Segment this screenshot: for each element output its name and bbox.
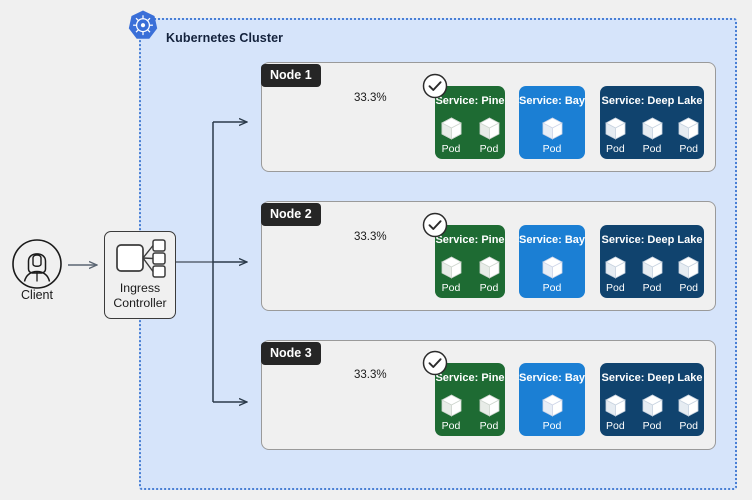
traffic-split-label-2: 33.3% [354,231,387,243]
pod-cube-icon [478,394,500,417]
check-circle-icon [422,350,448,376]
pod-label: Pod [679,143,699,155]
check-circle-icon [422,73,448,99]
pod-item[interactable]: Pod [600,392,631,432]
pod-item[interactable]: Pod [473,115,505,155]
pod-label: Pod [542,143,562,155]
pod-row: Pod Pod Pod [600,115,704,155]
pod-item[interactable]: Pod [673,115,704,155]
service-title: Service: Pine [435,95,505,107]
pod-item[interactable]: Pod [435,392,467,432]
pod-label: Pod [479,143,499,155]
pod-item[interactable]: Pod [600,115,631,155]
service-title: Service: Pine [435,372,505,384]
pod-label: Pod [679,282,699,294]
pod-row: Pod Pod [435,392,505,432]
pod-cube-icon [478,256,500,279]
ingress-label-line2: Controller [113,296,167,310]
traffic-split-label-3: 33.3% [354,369,387,381]
pod-label: Pod [642,143,662,155]
service-title: Service: Pine [435,234,505,246]
pod-row: Pod Pod Pod [600,392,704,432]
pod-label: Pod [441,143,461,155]
pod-label: Pod [642,282,662,294]
load-balancer-icon [116,239,166,278]
pod-cube-icon [604,256,626,279]
pod-cube-icon [440,394,462,417]
pod-item[interactable]: Pod [600,254,631,294]
pod-row: Pod Pod [435,254,505,294]
service-deep-lake-3[interactable]: Service: Deep Lake Pod Pod [600,363,704,436]
pod-label: Pod [605,420,625,432]
pod-label: Pod [605,282,625,294]
pod-cube-icon [641,256,663,279]
service-title: Service: Bay [519,95,586,107]
pod-label: Pod [642,420,662,432]
pod-label: Pod [542,282,562,294]
pod-label: Pod [479,282,499,294]
service-title: Service: Deep Lake [601,234,703,246]
node-label-2: Node 2 [261,203,321,226]
pod-item[interactable]: Pod [535,392,569,432]
service-pine-2[interactable]: Service: Pine Pod Pod [435,225,505,298]
node-label-1: Node 1 [261,64,321,87]
node-label-3: Node 3 [261,342,321,365]
pod-cube-icon [678,117,700,140]
pod-cube-icon [541,394,563,417]
pod-row: Pod [519,115,585,155]
pod-item[interactable]: Pod [473,254,505,294]
pod-cube-icon [604,117,626,140]
service-pine-1[interactable]: Service: Pine Pod Pod [435,86,505,159]
pod-item[interactable]: Pod [673,392,704,432]
pod-cube-icon [641,394,663,417]
pod-item[interactable]: Pod [637,115,668,155]
pod-label: Pod [679,420,699,432]
pod-row: Pod [519,392,585,432]
pod-cube-icon [678,394,700,417]
service-deep-lake-1[interactable]: Service: Deep Lake Pod Pod [600,86,704,159]
traffic-split-label-1: 33.3% [354,92,387,104]
service-title: Service: Bay [519,372,586,384]
service-bay-3[interactable]: Service: Bay Pod [519,363,585,436]
pod-label: Pod [605,143,625,155]
service-title: Service: Deep Lake [601,372,703,384]
ingress-controller-label: Ingress Controller [104,281,176,311]
pod-cube-icon [678,256,700,279]
pod-row: Pod Pod [435,115,505,155]
pod-row: Pod Pod Pod [600,254,704,294]
pod-item[interactable]: Pod [435,115,467,155]
client-label: Client [21,288,53,302]
pod-cube-icon [641,117,663,140]
pod-cube-icon [478,117,500,140]
pod-label: Pod [441,420,461,432]
pod-item[interactable]: Pod [535,254,569,294]
service-bay-1[interactable]: Service: Bay Pod [519,86,585,159]
pod-row: Pod [519,254,585,294]
check-circle-icon [422,212,448,238]
pod-item[interactable]: Pod [637,392,668,432]
pod-cube-icon [541,117,563,140]
ingress-label-line1: Ingress [119,281,161,295]
cluster-title: Kubernetes Cluster [166,31,284,45]
pod-label: Pod [441,282,461,294]
pod-label: Pod [542,420,562,432]
service-title: Service: Deep Lake [601,95,703,107]
pod-item[interactable]: Pod [473,392,505,432]
pod-item[interactable]: Pod [637,254,668,294]
pod-cube-icon [440,256,462,279]
pod-item[interactable]: Pod [673,254,704,294]
service-pine-3[interactable]: Service: Pine Pod Pod [435,363,505,436]
pod-cube-icon [440,117,462,140]
service-deep-lake-2[interactable]: Service: Deep Lake Pod Pod [600,225,704,298]
pod-cube-icon [541,256,563,279]
pod-label: Pod [479,420,499,432]
pod-item[interactable]: Pod [435,254,467,294]
user-avatar-icon [12,239,62,289]
pod-cube-icon [604,394,626,417]
kubernetes-helm-icon [128,10,158,39]
service-bay-2[interactable]: Service: Bay Pod [519,225,585,298]
pod-item[interactable]: Pod [535,115,569,155]
service-title: Service: Bay [519,234,586,246]
